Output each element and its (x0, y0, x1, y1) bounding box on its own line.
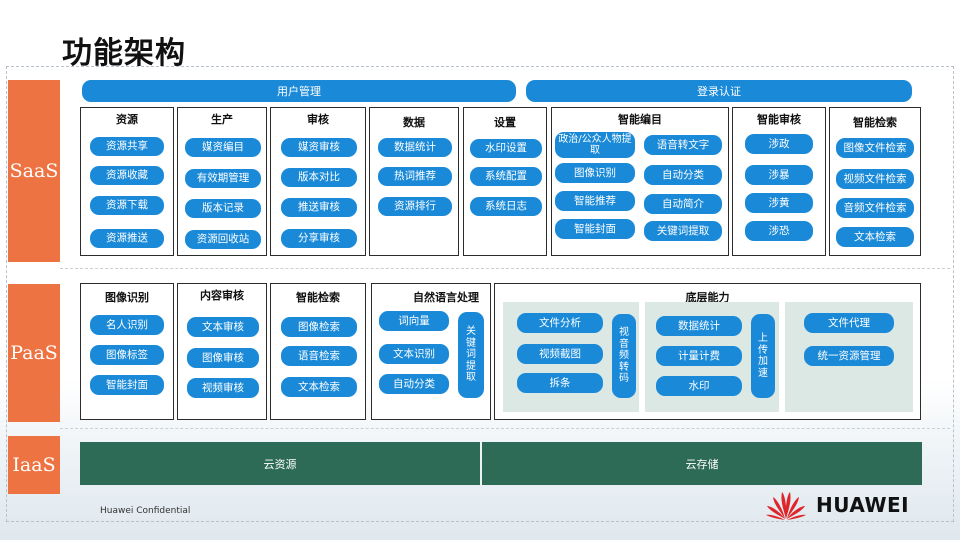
panel-title: 资源 (116, 113, 138, 126)
keyword-extract-button[interactable]: 关键词提取 (644, 221, 722, 241)
file-proxy-button[interactable]: 文件代理 (804, 313, 894, 333)
image-tag-button[interactable]: 图像标签 (90, 345, 164, 365)
panel-title: 生产 (211, 113, 233, 126)
text-search-button[interactable]: 文本检索 (836, 227, 914, 247)
panel-title: 智能检索 (296, 291, 340, 304)
panel-title: 自然语言处理 (413, 291, 479, 304)
file-analysis-button[interactable]: 文件分析 (517, 313, 603, 333)
panel-resources: 资源 资源共享 资源收藏 资源下载 资源推送 (80, 107, 174, 256)
panel-content-review: 内容审核 文本审核 图像审核 视频审核 (177, 283, 267, 420)
recycle-bin-button[interactable]: 资源回收站 (185, 230, 261, 249)
video-file-search-button[interactable]: 视频文件检索 (836, 169, 914, 189)
panel-base-capability: 底层能力 文件分析 视频截图 拆条 视音频转码 数据统计 计量计费 水印 上传加… (494, 283, 921, 420)
version-compare-button[interactable]: 版本对比 (281, 168, 357, 187)
word-vector-button[interactable]: 词向量 (379, 311, 449, 331)
panel-production: 生产 媒资编目 有效期管理 版本记录 资源回收站 (177, 107, 267, 256)
image-review-button[interactable]: 图像审核 (187, 348, 259, 368)
cloud-resource-block[interactable]: 云资源 (80, 442, 480, 485)
media-catalog-button[interactable]: 媒资编目 (185, 138, 261, 157)
panel-title: 智能审核 (757, 113, 801, 126)
panel-review: 审核 媒资审核 版本对比 推送审核 分享审核 (270, 107, 366, 256)
panel-image-recognition: 图像识别 名人识别 图像标签 智能封面 (80, 283, 174, 420)
nlp-keyword-extract-button[interactable]: 关键词提取 (458, 312, 484, 398)
transcode-button[interactable]: 视音频转码 (612, 314, 636, 398)
image-search-button[interactable]: 图像检索 (281, 317, 357, 337)
nlp-auto-classify-button[interactable]: 自动分类 (379, 374, 449, 394)
panel-settings: 设置 水印设置 系统配置 系统日志 (463, 107, 547, 256)
image-recognition-button[interactable]: 图像识别 (555, 163, 635, 183)
terror-check-button[interactable]: 涉恐 (745, 221, 813, 241)
auto-summary-button[interactable]: 自动简介 (644, 194, 722, 214)
page-title: 功能架构 (62, 36, 186, 71)
image-file-search-button[interactable]: 图像文件检索 (836, 138, 914, 158)
porn-check-button[interactable]: 涉黄 (745, 193, 813, 213)
panel-title: 智能检索 (853, 116, 897, 129)
panel-smart-catalog: 智能编目 政治/公众人物提取 语音转文字 图像识别 自动分类 智能推荐 自动简介… (551, 107, 729, 256)
smart-cover-button[interactable]: 智能封面 (555, 219, 635, 239)
layer-label-iaas: IaaS (8, 436, 60, 494)
share-review-button[interactable]: 分享审核 (281, 229, 357, 248)
cloud-storage-block[interactable]: 云存储 (482, 442, 922, 485)
architecture-frame (6, 66, 954, 522)
panel-title: 智能编目 (618, 113, 662, 126)
panel-title: 内容审核 (200, 289, 244, 302)
huawei-wordmark: HUAWEI (816, 493, 910, 517)
login-auth-bar[interactable]: 登录认证 (526, 80, 912, 102)
video-review-button[interactable]: 视频审核 (187, 378, 259, 398)
validity-management-button[interactable]: 有效期管理 (185, 169, 261, 188)
billing-button[interactable]: 计量计费 (656, 346, 742, 366)
panel-title: 审核 (307, 113, 329, 126)
resource-download-button[interactable]: 资源下载 (90, 196, 164, 215)
panel-title: 设置 (494, 116, 516, 129)
base-data-statistics-button[interactable]: 数据统计 (656, 316, 742, 336)
layer-label-saas: SaaS (8, 80, 60, 262)
panel-smart-search: 智能检索 图像文件检索 视频文件检索 音频文件检索 文本检索 (829, 107, 921, 256)
panel-data: 数据 数据统计 热词推荐 资源排行 (369, 107, 459, 256)
celebrity-recognition-button[interactable]: 名人识别 (90, 315, 164, 335)
resource-ranking-button[interactable]: 资源排行 (378, 197, 452, 216)
data-statistics-button[interactable]: 数据统计 (378, 138, 452, 157)
system-config-button[interactable]: 系统配置 (470, 167, 542, 186)
auto-classify-button[interactable]: 自动分类 (644, 165, 722, 185)
layer-divider (60, 268, 950, 269)
resource-share-button[interactable]: 资源共享 (90, 137, 164, 156)
confidential-label: Huawei Confidential (100, 506, 191, 516)
upload-accelerate-button[interactable]: 上传加速 (751, 314, 775, 398)
layer-label-paas: PaaS (8, 284, 60, 422)
panel-title: 数据 (403, 116, 425, 129)
text-recognition-button[interactable]: 文本识别 (379, 344, 449, 364)
video-screenshot-button[interactable]: 视频截图 (517, 344, 603, 364)
public-figure-extract-button[interactable]: 政治/公众人物提取 (555, 132, 635, 158)
paas-text-search-button[interactable]: 文本检索 (281, 377, 357, 397)
hot-word-button[interactable]: 热词推荐 (378, 167, 452, 186)
watermark-button[interactable]: 水印 (656, 376, 742, 396)
layer-divider (60, 428, 950, 429)
user-management-bar[interactable]: 用户管理 (82, 80, 516, 102)
violence-check-button[interactable]: 涉暴 (745, 165, 813, 185)
push-review-button[interactable]: 推送审核 (281, 198, 357, 217)
panel-title: 底层能力 (685, 291, 730, 304)
media-review-button[interactable]: 媒资审核 (281, 138, 357, 157)
huawei-logo: HUAWEI (764, 488, 944, 522)
system-log-button[interactable]: 系统日志 (470, 197, 542, 216)
speech-to-text-button[interactable]: 语音转文字 (644, 135, 722, 155)
panel-smart-review: 智能审核 涉政 涉暴 涉黄 涉恐 (732, 107, 826, 256)
paas-smart-cover-button[interactable]: 智能封面 (90, 375, 164, 395)
audio-file-search-button[interactable]: 音频文件检索 (836, 198, 914, 218)
unified-resource-button[interactable]: 统一资源管理 (804, 346, 894, 366)
panel-paas-smart-search: 智能检索 图像检索 语音检索 文本检索 (270, 283, 366, 420)
politics-check-button[interactable]: 涉政 (745, 134, 813, 154)
watermark-settings-button[interactable]: 水印设置 (470, 139, 542, 158)
huawei-flower-icon (766, 492, 806, 520)
clip-split-button[interactable]: 拆条 (517, 373, 603, 393)
speech-search-button[interactable]: 语音检索 (281, 346, 357, 366)
resource-favorite-button[interactable]: 资源收藏 (90, 166, 164, 185)
resource-push-button[interactable]: 资源推送 (90, 229, 164, 248)
version-record-button[interactable]: 版本记录 (185, 199, 261, 218)
text-review-button[interactable]: 文本审核 (187, 317, 259, 337)
panel-nlp: 自然语言处理 词向量 文本识别 自动分类 关键词提取 (371, 283, 491, 420)
panel-title: 图像识别 (105, 291, 149, 304)
smart-recommend-button[interactable]: 智能推荐 (555, 191, 635, 211)
